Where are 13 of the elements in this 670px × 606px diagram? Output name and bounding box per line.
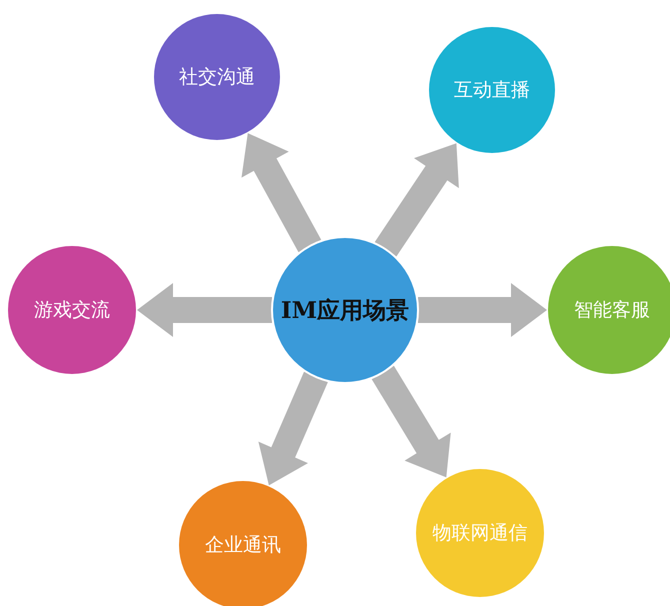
arrow <box>242 133 322 252</box>
circle-label: 游戏交流 <box>34 298 110 323</box>
arrow <box>374 143 459 256</box>
circle-label: 社交沟通 <box>179 65 255 90</box>
arrow <box>372 366 451 478</box>
arrow <box>418 283 547 337</box>
circle-label: 智能客服 <box>574 298 650 323</box>
circle-label: 物联网通信 <box>432 521 528 546</box>
circle-label: 互动直播 <box>454 78 530 103</box>
circle-label: 企业通讯 <box>205 533 281 558</box>
circle-label: IM应用场景 <box>280 296 410 326</box>
arrow <box>258 372 328 486</box>
arrow <box>137 283 272 337</box>
